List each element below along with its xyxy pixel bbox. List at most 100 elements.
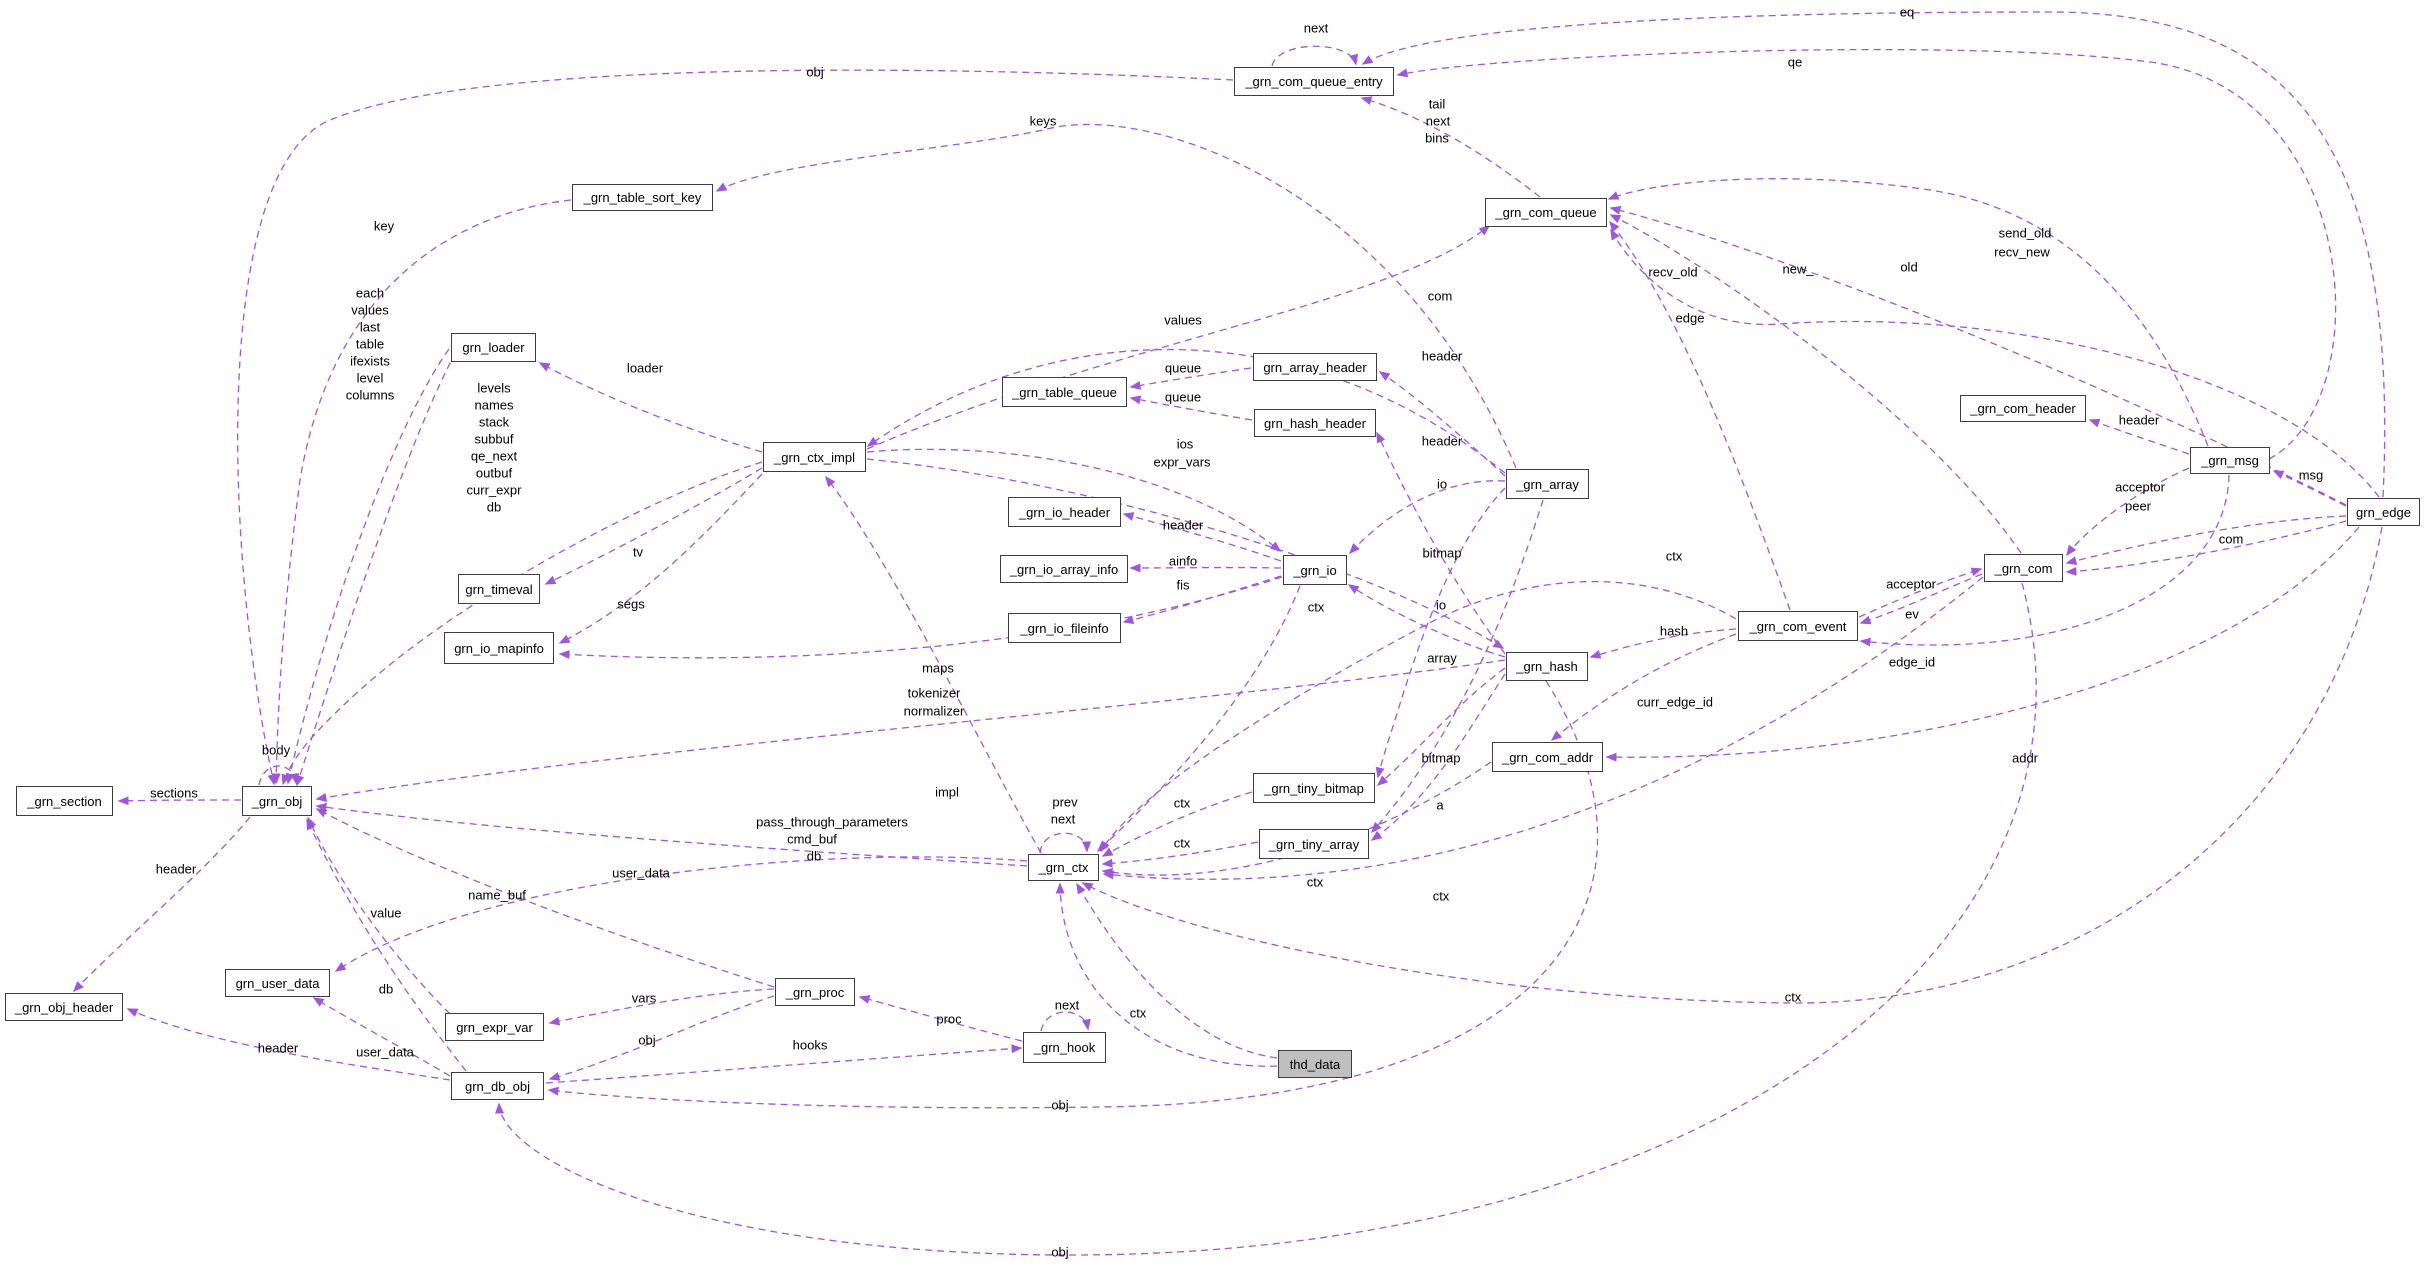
edge-label-header: header — [257, 1040, 299, 1056]
edge-label-prev: prev — [1052, 794, 1078, 810]
edge-label-obj: obj — [1051, 1097, 1069, 1113]
edge-header-io — [1122, 512, 1282, 562]
node-_grn_hash[interactable]: _grn_hash — [1506, 652, 1588, 681]
edge-label-ctx: ctx — [1306, 874, 1324, 890]
edge-label-edge: edge — [1675, 310, 1705, 326]
edge-label-header: header — [1421, 348, 1463, 364]
node-grn_expr_var[interactable]: grn_expr_var — [445, 1013, 544, 1041]
node-_grn_io_header[interactable]: _grn_io_header — [1008, 497, 1121, 527]
node-_grn_proc[interactable]: _grn_proc — [775, 978, 855, 1006]
edge-label-ifexists: ifexists — [350, 353, 390, 369]
node-_grn_array[interactable]: _grn_array — [1506, 469, 1589, 499]
node-_grn_com_queue[interactable]: _grn_com_queue — [1485, 198, 1607, 227]
edge-label-qe_next: qe_next — [470, 448, 518, 464]
node-label: _grn_tiny_bitmap — [1264, 780, 1364, 796]
edge-label-new_: new_ — [1782, 261, 1814, 277]
edge-ctx-tinyarray — [1101, 841, 1259, 868]
edge-label-user_data: user_data — [612, 865, 670, 881]
edge-send_old-recv_new — [1607, 178, 2209, 447]
node-_grn_com_header[interactable]: _grn_com_header — [1960, 395, 2086, 422]
edge-edge — [1610, 228, 2380, 498]
node-grn_hash_header[interactable]: grn_hash_header — [1254, 409, 1376, 437]
node-grn_loader[interactable]: grn_loader — [451, 333, 536, 362]
node-grn_edge[interactable]: grn_edge — [2347, 498, 2420, 526]
node-label: _grn_obj — [251, 793, 303, 809]
node-_grn_io_array_info[interactable]: _grn_io_array_info — [1000, 555, 1128, 583]
edge-label-a: a — [1436, 797, 1444, 813]
edge-label-cmd_buf: cmd_buf — [787, 831, 837, 847]
edge-ctx-tinybitmap — [1101, 791, 1253, 857]
edge-label-db: db — [486, 499, 502, 515]
node-label: _grn_proc — [785, 984, 845, 1000]
node-grn_array_header[interactable]: grn_array_header — [1253, 353, 1377, 381]
edge-queue-array — [1129, 367, 1252, 390]
edge-label-outbuf: outbuf — [475, 465, 513, 481]
node-label: grn_io_mapinfo — [454, 640, 544, 656]
node-_grn_ctx_impl[interactable]: _grn_ctx_impl — [763, 442, 866, 472]
edge-label-maps: maps — [922, 660, 954, 676]
edge-label-io: io — [1436, 476, 1448, 492]
edge-label-keys: keys — [1029, 113, 1057, 129]
edge-label-names: names — [474, 397, 514, 413]
node-_grn_tiny_bitmap[interactable]: _grn_tiny_bitmap — [1253, 773, 1375, 803]
edge-label-user_data: user_data — [356, 1044, 414, 1060]
edge-bitmap-array — [1375, 487, 1506, 779]
edge-a-hash — [1370, 673, 1506, 841]
node-_grn_section[interactable]: _grn_section — [16, 786, 113, 816]
edge-label-values: values — [351, 302, 389, 318]
edge-label-io: io — [1435, 597, 1447, 613]
edge-label-last: last — [359, 319, 381, 335]
edge-qe — [1396, 48, 2337, 460]
edge-label-tv: tv — [632, 544, 644, 560]
node-_grn_obj[interactable]: _grn_obj — [242, 786, 312, 816]
node-_grn_io_fileinfo[interactable]: _grn_io_fileinfo — [1008, 613, 1121, 643]
node-_grn_table_queue[interactable]: _grn_table_queue — [1002, 377, 1127, 407]
edge-header-obj — [72, 816, 251, 993]
edge-label-ios: ios — [1176, 436, 1194, 452]
edge-label-ctx: ctx — [1307, 599, 1325, 615]
edge-loader-obj-bundle-a — [285, 348, 450, 785]
node-grn_timeval[interactable]: grn_timeval — [458, 574, 540, 604]
node-_grn_tiny_array[interactable]: _grn_tiny_array — [1259, 829, 1369, 859]
node-label: grn_hash_header — [1264, 415, 1366, 431]
node-_grn_msg[interactable]: _grn_msg — [2190, 447, 2270, 474]
edge-label-com: com — [2218, 531, 2244, 547]
edge-body-self — [258, 765, 300, 786]
node-_grn_com_addr[interactable]: _grn_com_addr — [1492, 742, 1603, 772]
node-_grn_io[interactable]: _grn_io — [1283, 555, 1347, 585]
edge-ctx-thd-a — [1076, 882, 1278, 1059]
edge-label-header: header — [2118, 412, 2160, 428]
node-label: _grn_ctx — [1038, 860, 1089, 875]
edge-label-array: array — [1427, 650, 1457, 666]
node-grn_db_obj[interactable]: grn_db_obj — [451, 1072, 544, 1100]
edge-hooks — [545, 1044, 1023, 1084]
edge-acceptor-msg — [2066, 467, 2190, 557]
node-_grn_com_event[interactable]: _grn_com_event — [1738, 611, 1858, 641]
edge-label-curr_edge_id: curr_edge_id — [1637, 694, 1713, 710]
edge-next-self-queue-entry — [1271, 45, 1359, 67]
node-_grn_ctx[interactable]: _grn_ctx — [1028, 854, 1099, 881]
edge-label-ctx: ctx — [1784, 989, 1802, 1005]
edge-label-next: next — [1054, 997, 1080, 1013]
node-grn_user_data[interactable]: grn_user_data — [225, 969, 330, 997]
node-_grn_obj_header[interactable]: _grn_obj_header — [5, 993, 123, 1021]
node-_grn_table_sort_key[interactable]: _grn_table_sort_key — [572, 184, 713, 211]
node-label: _grn_hash — [1516, 659, 1578, 674]
node-grn_io_mapinfo[interactable]: grn_io_mapinfo — [444, 632, 554, 664]
node-thd_data: thd_data — [1278, 1050, 1352, 1078]
edge-label-levels: levels — [477, 380, 511, 396]
node-label: _grn_io — [1293, 562, 1337, 578]
node-_grn_hook[interactable]: _grn_hook — [1023, 1032, 1106, 1063]
edge-loader-obj-bundle-b — [295, 351, 457, 787]
edge-label-ctx: ctx — [1129, 1005, 1147, 1021]
node-_grn_com_queue_entry[interactable]: _grn_com_queue_entry — [1234, 67, 1394, 96]
edge-label-db: db — [806, 848, 822, 864]
edge-acceptor-event — [1858, 567, 1983, 618]
edge-io-hash — [1347, 584, 1506, 658]
edge-label-obj: obj — [806, 64, 824, 80]
node-_grn_com[interactable]: _grn_com — [1984, 554, 2063, 582]
edge-label-stack: stack — [478, 414, 510, 430]
node-label: _grn_section — [27, 793, 102, 809]
edge-label-tail: tail — [1428, 96, 1446, 112]
